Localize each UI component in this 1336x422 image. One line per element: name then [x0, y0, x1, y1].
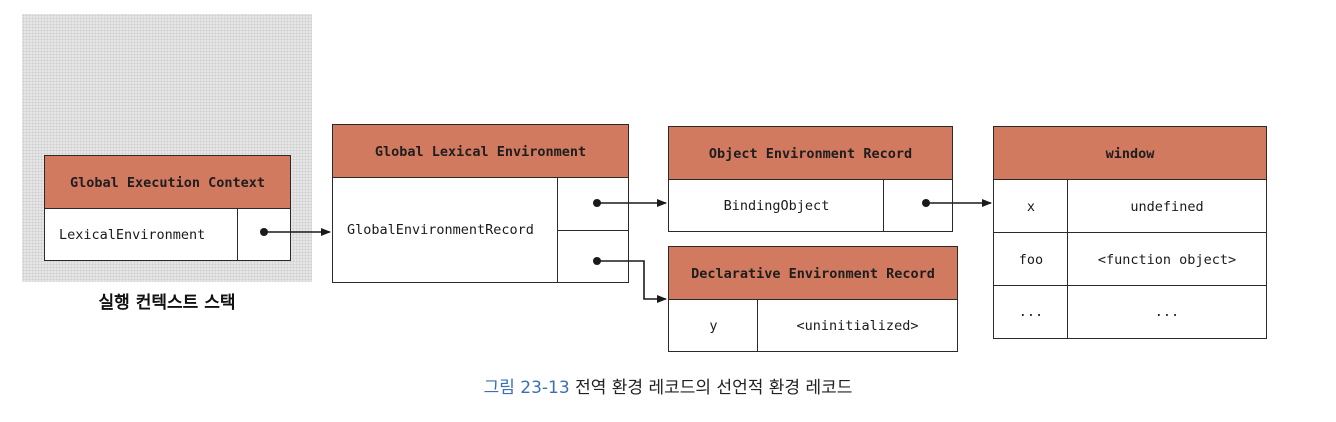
window-object-header: window	[993, 126, 1267, 181]
window-value-cell: ...	[1067, 285, 1267, 339]
declarative-key-cell: y	[668, 299, 759, 352]
object-record-pointer-cell	[557, 177, 629, 232]
global-environment-record-cell: GlobalEnvironmentRecord	[332, 177, 559, 283]
global-lexical-environment-header: Global Lexical Environment	[332, 124, 629, 179]
arrow-global-to-object-record	[593, 199, 667, 207]
window-key-cell: ...	[993, 285, 1069, 339]
lexical-environment-cell: LexicalEnvironment	[44, 208, 239, 261]
execution-context-stack-label: 실행 컨텍스트 스택	[98, 293, 236, 313]
arrow-binding-object-to-window	[922, 199, 992, 207]
binding-object-pointer-cell	[883, 179, 953, 232]
object-environment-record-header: Object Environment Record	[668, 126, 953, 181]
declarative-value-cell: <uninitialized>	[757, 299, 958, 352]
arrow-lexical-to-global	[260, 228, 331, 236]
figure-number: 그림 23-13	[483, 378, 570, 398]
figure-caption: 그림 23-13 전역 환경 레코드의 선언적 환경 레코드	[0, 373, 1336, 398]
binding-object-cell: BindingObject	[668, 179, 885, 232]
declarative-record-pointer-cell	[557, 230, 629, 283]
window-value-cell: <function object>	[1067, 232, 1267, 287]
arrow-global-to-declarative-record	[593, 257, 667, 303]
figure-caption-text: 전역 환경 레코드의 선언적 환경 레코드	[575, 378, 853, 398]
